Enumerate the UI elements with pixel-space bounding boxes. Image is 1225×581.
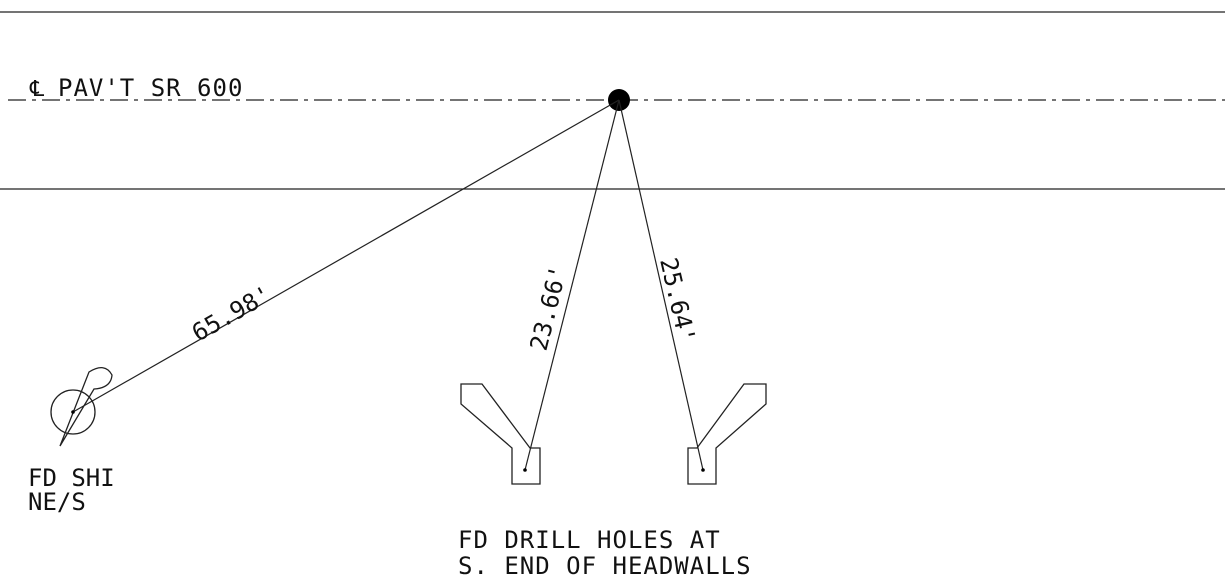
distance-line-shiner bbox=[72, 99, 620, 413]
shiner-symbol bbox=[50, 367, 113, 447]
shiner-point bbox=[71, 410, 75, 414]
centerline-symbol: ℄ bbox=[29, 77, 45, 102]
drill-hole-left bbox=[523, 468, 527, 472]
centerline-label: PAV'T SR 600 bbox=[58, 74, 243, 102]
headwall-label-line2: S. END OF HEADWALLS bbox=[458, 552, 752, 580]
headwall-right bbox=[687, 383, 767, 485]
distance-label-shiner: 65.98' bbox=[187, 280, 276, 347]
shiner-label-line1: FD SHI bbox=[28, 464, 115, 492]
headwall-left bbox=[460, 383, 541, 485]
drill-hole-right bbox=[701, 468, 705, 472]
distance-line-left-headwall bbox=[524, 99, 620, 471]
shiner-label-line2: NE/S bbox=[28, 488, 86, 516]
distance-line-right-headwall bbox=[618, 99, 704, 471]
distance-label-right-headwall: 25.64' bbox=[654, 255, 701, 346]
headwall-label-line1: FD DRILL HOLES AT bbox=[458, 526, 721, 554]
